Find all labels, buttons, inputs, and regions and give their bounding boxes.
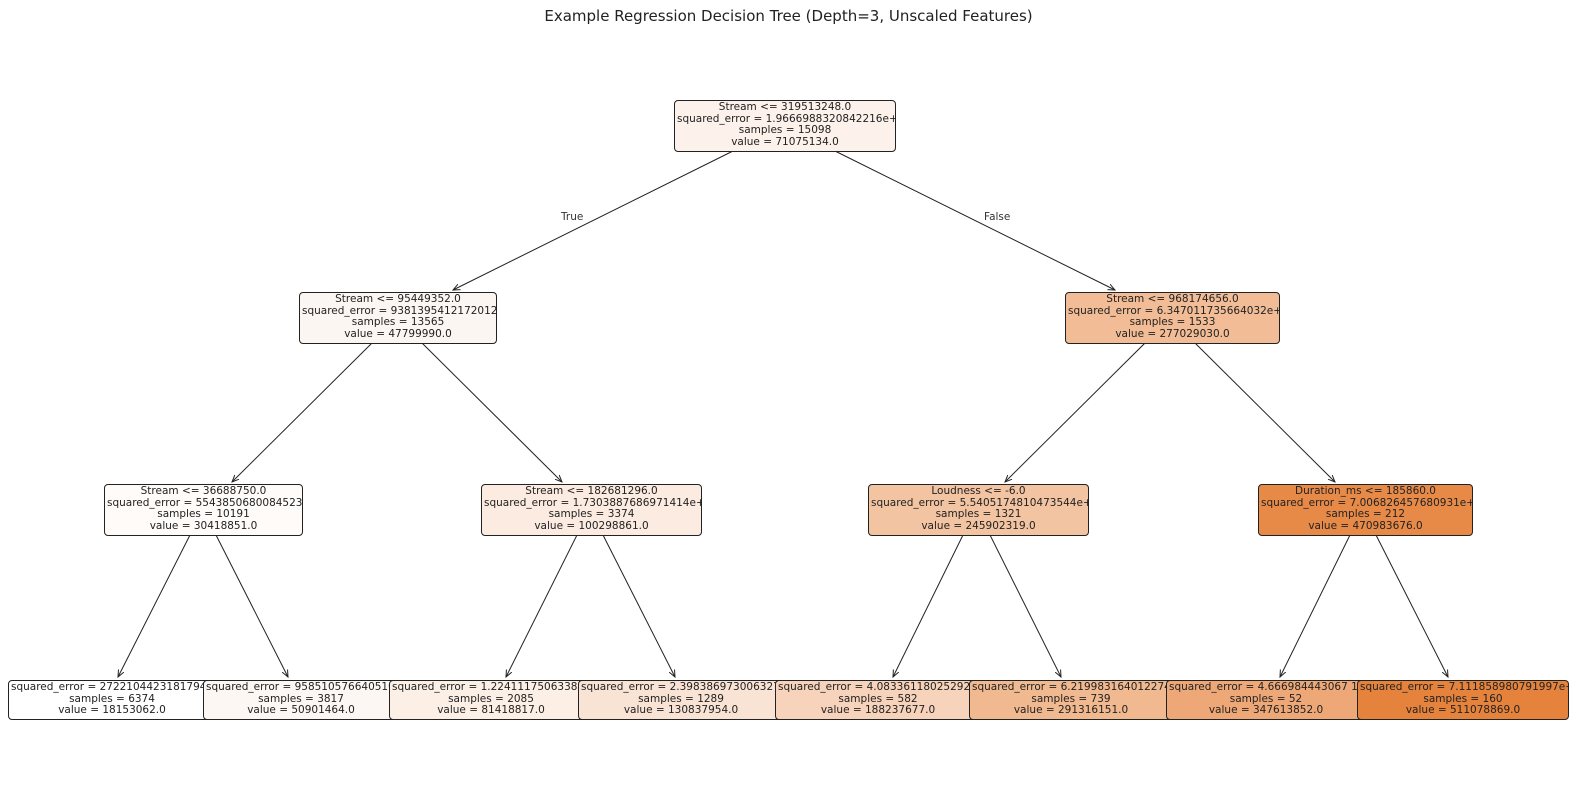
node-line: Stream <= 95449352.0 [335, 293, 461, 305]
node-line: samples = 10191 [157, 508, 250, 521]
node-line: samples = 739 [1031, 692, 1111, 705]
node-line: value = 347613852.0 [1208, 704, 1324, 717]
node-line: squared_error = 7.111858980791997e+16 [1360, 681, 1569, 693]
node-line: squared_error = 4.666984443067 15e [1169, 681, 1366, 693]
node-line: value = 81418817.0 [437, 704, 545, 717]
edge-label-true: True [561, 211, 584, 223]
node-line: value = 470983676.0 [1308, 520, 1423, 533]
node-line: samples = 52 [1229, 692, 1303, 705]
node-line: value = 511078869.0 [1405, 704, 1521, 717]
edge-rr-rrr [1375, 534, 1448, 677]
edge-root-r [834, 150, 1115, 290]
node-line: value = 18153062.0 [58, 704, 166, 717]
edge-rl-rlr [989, 534, 1061, 677]
node-line: value = 71075134.0 [731, 136, 839, 149]
tree-leaf-llr: squared_error = 9585105766405108 samples… [203, 680, 399, 720]
tree-leaf-lrl: squared_error = 1.224111750633804e sampl… [389, 680, 593, 720]
edge-l-ll [232, 342, 373, 482]
node-line: squared_error = 5.5405174810473544e+16 [871, 496, 1089, 509]
tree-node-ll: Stream <= 36688750.0 squared_error = 554… [104, 484, 303, 536]
node-line: squared_error = 5543850680084523.0 [107, 496, 303, 509]
edge-root-l [453, 150, 734, 290]
tree-node-lr: Stream <= 182681296.0 squared_error = 1.… [481, 484, 702, 536]
node-line: Duration_ms <= 185860.0 [1295, 485, 1436, 497]
tree-leaf-lrr: squared_error = 2.3983869730063276e samp… [578, 680, 784, 720]
node-line: value = 50901464.0 [247, 704, 355, 717]
node-line: samples = 13565 [351, 316, 445, 329]
node-line: samples = 3374 [548, 508, 635, 521]
node-line: value = 188237677.0 [820, 704, 936, 717]
tree-node-l: Stream <= 95449352.0 squared_error = 938… [299, 292, 497, 344]
tree-leaf-lll: squared_error = 2722104423181794.0 sampl… [8, 680, 216, 720]
node-line: Stream <= 182681296.0 [525, 485, 658, 497]
node-line: squared_error = 1.224111750633804e [392, 681, 593, 693]
node-line: samples = 2085 [448, 692, 534, 705]
node-line: value = 100298861.0 [534, 520, 649, 533]
node-line: value = 30418851.0 [149, 520, 258, 533]
edge-lr-lrl [506, 534, 578, 677]
node-line: samples = 1289 [638, 692, 724, 705]
tree-leaf-rll: squared_error = 4.083361180252929e sampl… [775, 680, 981, 720]
node-line: samples = 212 [1325, 508, 1406, 521]
node-line: squared_error = 4.083361180252929e [778, 681, 981, 693]
node-line: value = 47799990.0 [344, 328, 452, 341]
node-line: value = 277029030.0 [1115, 328, 1230, 341]
node-line: squared_error = 9585105766405108 [206, 681, 399, 693]
edge-lr-lrr [602, 534, 675, 677]
node-line: value = 291316151.0 [1013, 704, 1129, 717]
edge-ll-lll [118, 534, 191, 677]
edge-ll-llr [215, 534, 288, 677]
tree-node-rr: Duration_ms <= 185860.0 squared_error = … [1258, 484, 1473, 536]
node-line: squared_error = 6.347011735664032e+16 [1068, 304, 1280, 317]
node-line: samples = 1533 [1129, 316, 1216, 329]
tree-node-rl: Loudness <= -6.0 squared_error = 5.54051… [868, 484, 1089, 536]
node-line: squared_error = 1.9666988320842216e+16 [677, 112, 896, 125]
node-line: value = 130837954.0 [623, 704, 739, 717]
node-line: squared_error = 2.3983869730063276e [581, 681, 784, 693]
node-line: samples = 582 [838, 692, 918, 705]
node-line: squared_error = 7.006826457680931e+16 [1261, 496, 1473, 509]
node-line: Stream <= 968174656.0 [1106, 293, 1239, 305]
node-line: squared_error = 6.219983164012274e [972, 681, 1173, 693]
edge-r-rr [1194, 342, 1335, 482]
tree-leaf-rrr: squared_error = 7.111858980791997e+16 sa… [1357, 680, 1569, 720]
node-line: Stream <= 36688750.0 [140, 485, 267, 497]
node-line: Stream <= 319513248.0 [718, 101, 852, 113]
tree-leaf-rlr: squared_error = 6.219983164012274e sampl… [969, 680, 1173, 720]
node-line: samples = 1321 [935, 508, 1022, 521]
node-line: samples = 160 [1423, 692, 1503, 705]
edge-rl-rll [893, 534, 964, 677]
edge-rr-rrl [1280, 534, 1351, 677]
node-line: Loudness <= -6.0 [931, 485, 1026, 497]
edge-r-rl [1005, 342, 1146, 482]
node-line: value = 245902319.0 [921, 520, 1036, 533]
tree-node-r: Stream <= 968174656.0 squared_error = 6.… [1065, 292, 1280, 344]
edge-label-false: False [984, 211, 1011, 223]
node-line: squared_error = 1.7303887686971414e+16 [484, 496, 702, 509]
node-line: squared_error = 2722104423181794.0 [11, 681, 216, 693]
node-line: squared_error = 9381395412172012.0 [302, 304, 497, 317]
node-line: samples = 6374 [69, 692, 155, 705]
tree-leaf-rrl: squared_error = 4.666984443067 15e sampl… [1166, 680, 1366, 720]
node-line: samples = 3817 [258, 692, 344, 705]
node-line: samples = 15098 [738, 124, 832, 137]
diagram-title: Example Regression Decision Tree (Depth=… [544, 7, 1033, 25]
edge-l-lr [421, 342, 562, 482]
tree-node-root: Stream <= 319513248.0 squared_error = 1.… [674, 100, 896, 152]
